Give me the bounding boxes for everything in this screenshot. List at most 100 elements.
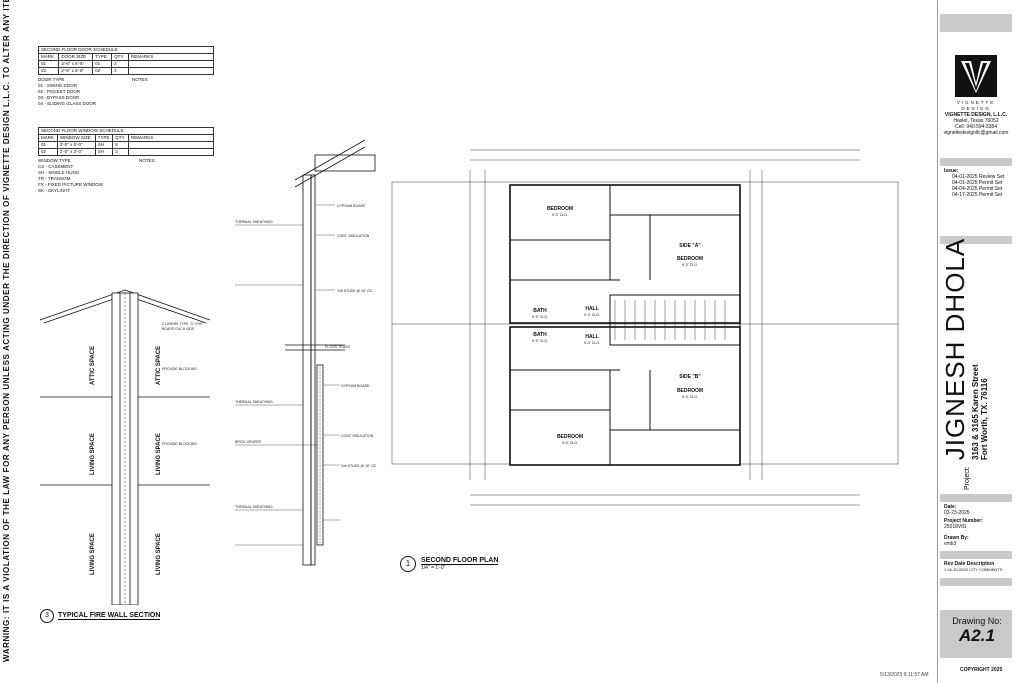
issue-row: 04-01-2025 Permit Set (952, 180, 1003, 186)
issue-row: 04-01-2025 Review Set (952, 174, 1005, 180)
room-ceiling: 9'-0" CLG. (532, 339, 548, 343)
svg-text:PROVIDE BLOCKING: PROVIDE BLOCKING (162, 442, 197, 446)
table-row: 02 2'-0" x 3'-0" SH 2 (38, 148, 214, 156)
room-ceiling: 9'-0" CLG. (532, 315, 548, 319)
cell: 02 (37, 67, 60, 75)
fire-wall-title-block: 3 TYPICAL FIRE WALL SECTION (40, 609, 161, 623)
section-note: 2x6 STUDS @ 16" OC (341, 464, 377, 468)
attic-label: ATTIC SPACE (156, 346, 162, 385)
door-schedule: SECOND FLOOR DOOR SCHEDULE MARK DOOR SIZ… (37, 46, 214, 107)
title-bar (940, 494, 1012, 502)
section-note: GYPSUM BOARD (341, 384, 370, 388)
drawn-by-block: Drawn By: vmb3 (944, 535, 969, 547)
firm-name: VIGNETTE DESIGN, L.L.C. (944, 112, 1008, 118)
cell: 8 (112, 141, 129, 149)
door-type: 03 - BYPASS DOOR (38, 95, 80, 100)
section-note: CONT. INSULATION (337, 234, 370, 238)
room-ceiling: 9'-0" CLG. (562, 441, 578, 445)
door-type-header: DOOR TYPE (38, 77, 65, 82)
plan-title-block: 1 SECOND FLOOR PLAN 1/4" = 1'-0" (400, 556, 499, 572)
schedule-header: MARK (37, 53, 60, 61)
cell (128, 141, 214, 149)
living-label: LIVING SPACE (156, 533, 162, 575)
cell: 01 (37, 60, 60, 68)
wall-section-detail: GYPSUM BOARD CONT. INSULATION 2x6 STUDS … (235, 139, 377, 566)
issue-heading: Issue: (944, 168, 959, 174)
room-label: BEDROOM (557, 434, 583, 440)
cell: 2'-0" x 3'-0" (56, 148, 96, 156)
room-ceiling: 9'-0" CLG. (682, 395, 698, 399)
title-block (937, 0, 1024, 683)
room-label: BATH (533, 308, 547, 314)
firm-city: Haslet, Texas 76052 (953, 118, 999, 124)
room-label: BEDROOM (547, 206, 573, 212)
svg-text:2 LAYERS TYPE "X" GYP.: 2 LAYERS TYPE "X" GYP. (162, 322, 203, 326)
unit-label: SIDE "B" (679, 374, 701, 380)
room-ceiling: 9'-0" CLG. (584, 313, 600, 317)
revision-header: Rev Date Description (944, 561, 995, 567)
firm-logo (955, 55, 997, 97)
room-label: HALL (585, 306, 598, 312)
schedule-header: REMARKS (128, 53, 214, 61)
detail-title: TYPICAL FIRE WALL SECTION (58, 612, 161, 620)
legal-warning-text: WARNING: IT IS A VIOLATION OF THE LAW FO… (2, 0, 11, 662)
attic-label: ATTIC SPACE (90, 346, 96, 385)
window-type: TR - TRANSOM (38, 176, 71, 181)
plan-scale: 1/4" = 1'-0" (421, 565, 446, 571)
drawing-number-panel (940, 610, 1012, 658)
living-label: LIVING SPACE (90, 433, 96, 475)
schedule-header: TYPE (92, 53, 113, 61)
revision-block: Rev Date Description 1 04-15-2025 CITY C… (944, 561, 1002, 573)
drawn-by-label: Drawn By: (944, 535, 969, 541)
room-ceiling: 9'-0" CLG. (552, 213, 568, 217)
detail-number: 1 (400, 556, 416, 572)
date-label: Date: (944, 504, 957, 510)
room-ceiling: 9'-0" CLG. (584, 341, 600, 345)
cell: 01 (92, 60, 113, 68)
project-number-label: Project Number: (944, 518, 983, 524)
section-note: GYPSUM BOARD (337, 204, 366, 208)
door-schedule-title: SECOND FLOOR DOOR SCHEDULE (38, 46, 214, 54)
window-schedule-title: SECOND FLOOR WINDOW SCHEDULE (38, 127, 214, 135)
cell (128, 148, 214, 156)
copyright: COPYRIGHT 2025 (960, 667, 1003, 673)
living-label: LIVING SPACE (90, 533, 96, 575)
table-row: 02 2'-6" x 6'-8" 02 2 (37, 67, 214, 75)
fire-wall-section: ATTIC SPACE ATTIC SPACE LIVING SPACE LIV… (39, 289, 211, 605)
section-note: FLOOR TRUSS (325, 345, 350, 349)
schedule-header: QTY. (111, 53, 129, 61)
title-bar (940, 551, 1012, 559)
drawing-number: A2.1 (959, 626, 995, 645)
cell: 2 (111, 67, 129, 75)
door-notes-header: NOTES: (132, 77, 149, 82)
plan-title: SECOND FLOOR PLAN (421, 557, 499, 565)
cell: SH (94, 141, 114, 149)
section-note: CONT. INSULATION (341, 434, 374, 438)
room-ceiling: 9'-0" CLG. (682, 263, 698, 267)
cell: 2 (111, 60, 129, 68)
print-timestamp: 5/13/2025 9:11:57 AM (880, 672, 929, 678)
window-schedule: SECOND FLOOR WINDOW SCHEDULE MARK WINDOW… (38, 127, 214, 194)
window-type-header: WINDOW TYPE (38, 158, 71, 163)
svg-text:PROVIDE BLOCKING: PROVIDE BLOCKING (162, 367, 197, 371)
firm-email: vignettedesignllc@gmail.com (943, 130, 1009, 136)
schedule-header: TYPE (94, 134, 114, 142)
schedule-header: QTY. (112, 134, 129, 142)
table-row: 01 3'-0" x 5'-0" SH 8 (38, 141, 214, 149)
cell: SH (94, 148, 114, 156)
door-type: 01 - SWING DOOR (38, 83, 78, 88)
cell: 02 (38, 148, 58, 156)
schedule-header: REMARKS (128, 134, 214, 142)
project-number-value: 25018VIG (944, 524, 967, 530)
title-bar-top (940, 14, 1012, 32)
room-label: BATH (533, 332, 547, 338)
section-note: 2x6 STUDS @ 16" OC (337, 289, 373, 293)
cell: 2'-6" x 6'-8" (58, 67, 94, 75)
project-label: Project: (964, 466, 971, 490)
date-block: Date: 03-23-2025 (944, 504, 970, 516)
living-label: LIVING SPACE (156, 433, 162, 475)
room-label: HALL (585, 334, 598, 340)
room-label: BEDROOM (677, 388, 703, 394)
logo-text: VIGNETTE DESIGN (956, 100, 996, 111)
drawing-label: Drawing No: (952, 616, 1002, 626)
